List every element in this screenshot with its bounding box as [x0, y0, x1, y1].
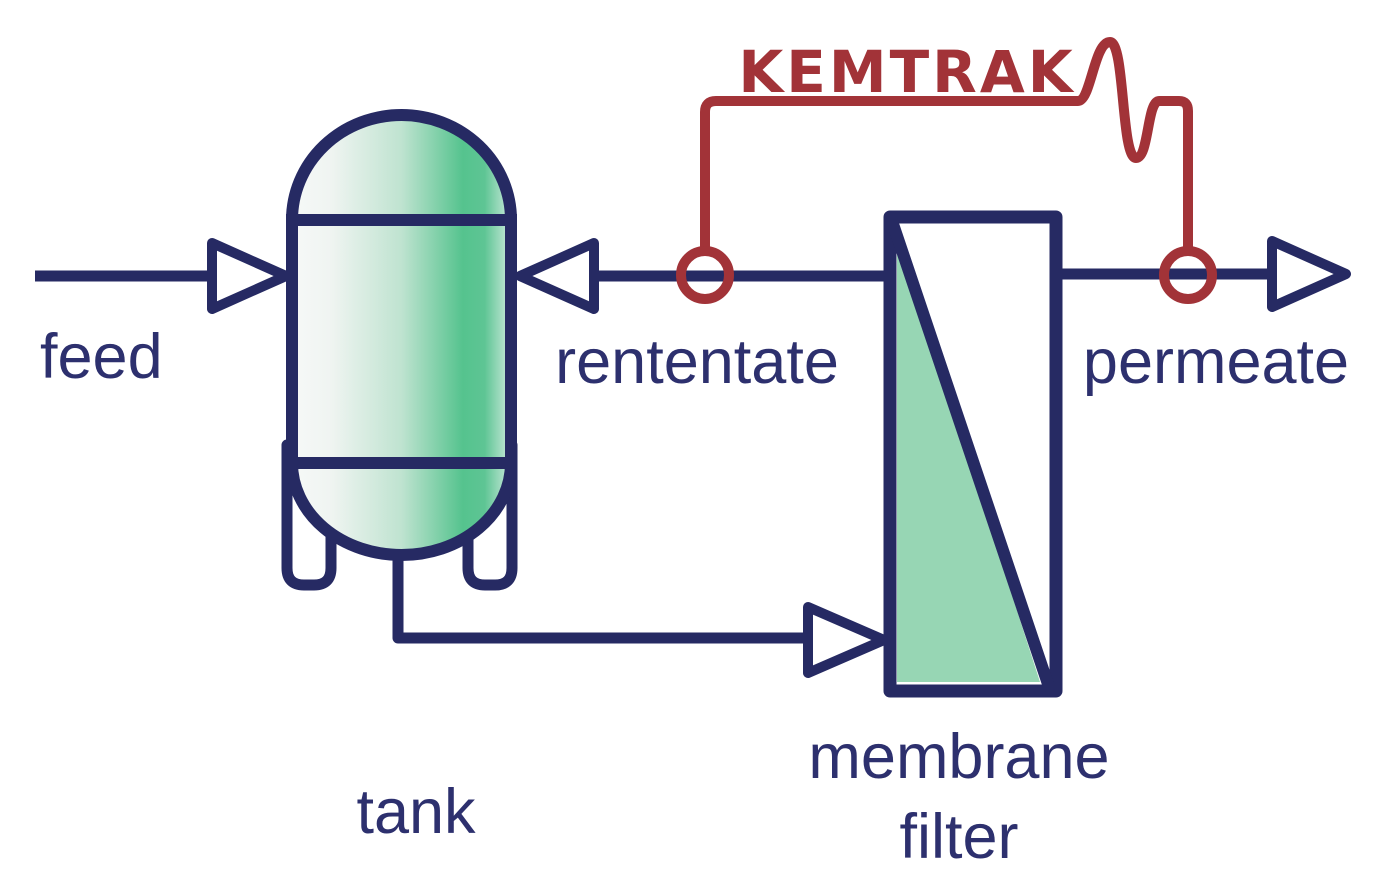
retentate-stream: rententate — [515, 238, 886, 397]
feed-stream: feed — [35, 238, 291, 392]
tank-top-dome — [285, 109, 518, 226]
tank-outlet-pipe — [392, 540, 808, 644]
retentate-arrowhead — [515, 238, 599, 314]
kemtrak-signal-line — [700, 37, 1193, 256]
permeate-sensor-circle — [1159, 246, 1217, 304]
tank-label: tank — [356, 777, 476, 847]
retentate-sensor-circle — [676, 246, 734, 304]
permeate-label: permeate — [1083, 327, 1349, 397]
permeate-arrowhead — [1267, 236, 1351, 312]
retentate-label: rententate — [555, 327, 839, 397]
tank-body — [286, 214, 517, 469]
kemtrak-logo: KEMTRAK — [738, 38, 1075, 106]
kemtrak-instrumentation: KEMTRAK — [676, 37, 1217, 304]
feed-label: feed — [40, 322, 163, 392]
membrane-filter-label-line1: membrane — [808, 722, 1109, 792]
tank-vessel: tank — [281, 109, 808, 847]
tank-bottom-dome — [285, 457, 518, 561]
permeate-stream: permeate — [1058, 236, 1351, 397]
feed-arrowhead — [207, 238, 291, 314]
filter-inlet-arrowhead — [803, 602, 889, 678]
membrane-filter-label-line2: filter — [899, 802, 1018, 872]
membrane-diagonal-line — [886, 215, 1055, 693]
membrane-filter: membrane filter — [808, 210, 1110, 872]
